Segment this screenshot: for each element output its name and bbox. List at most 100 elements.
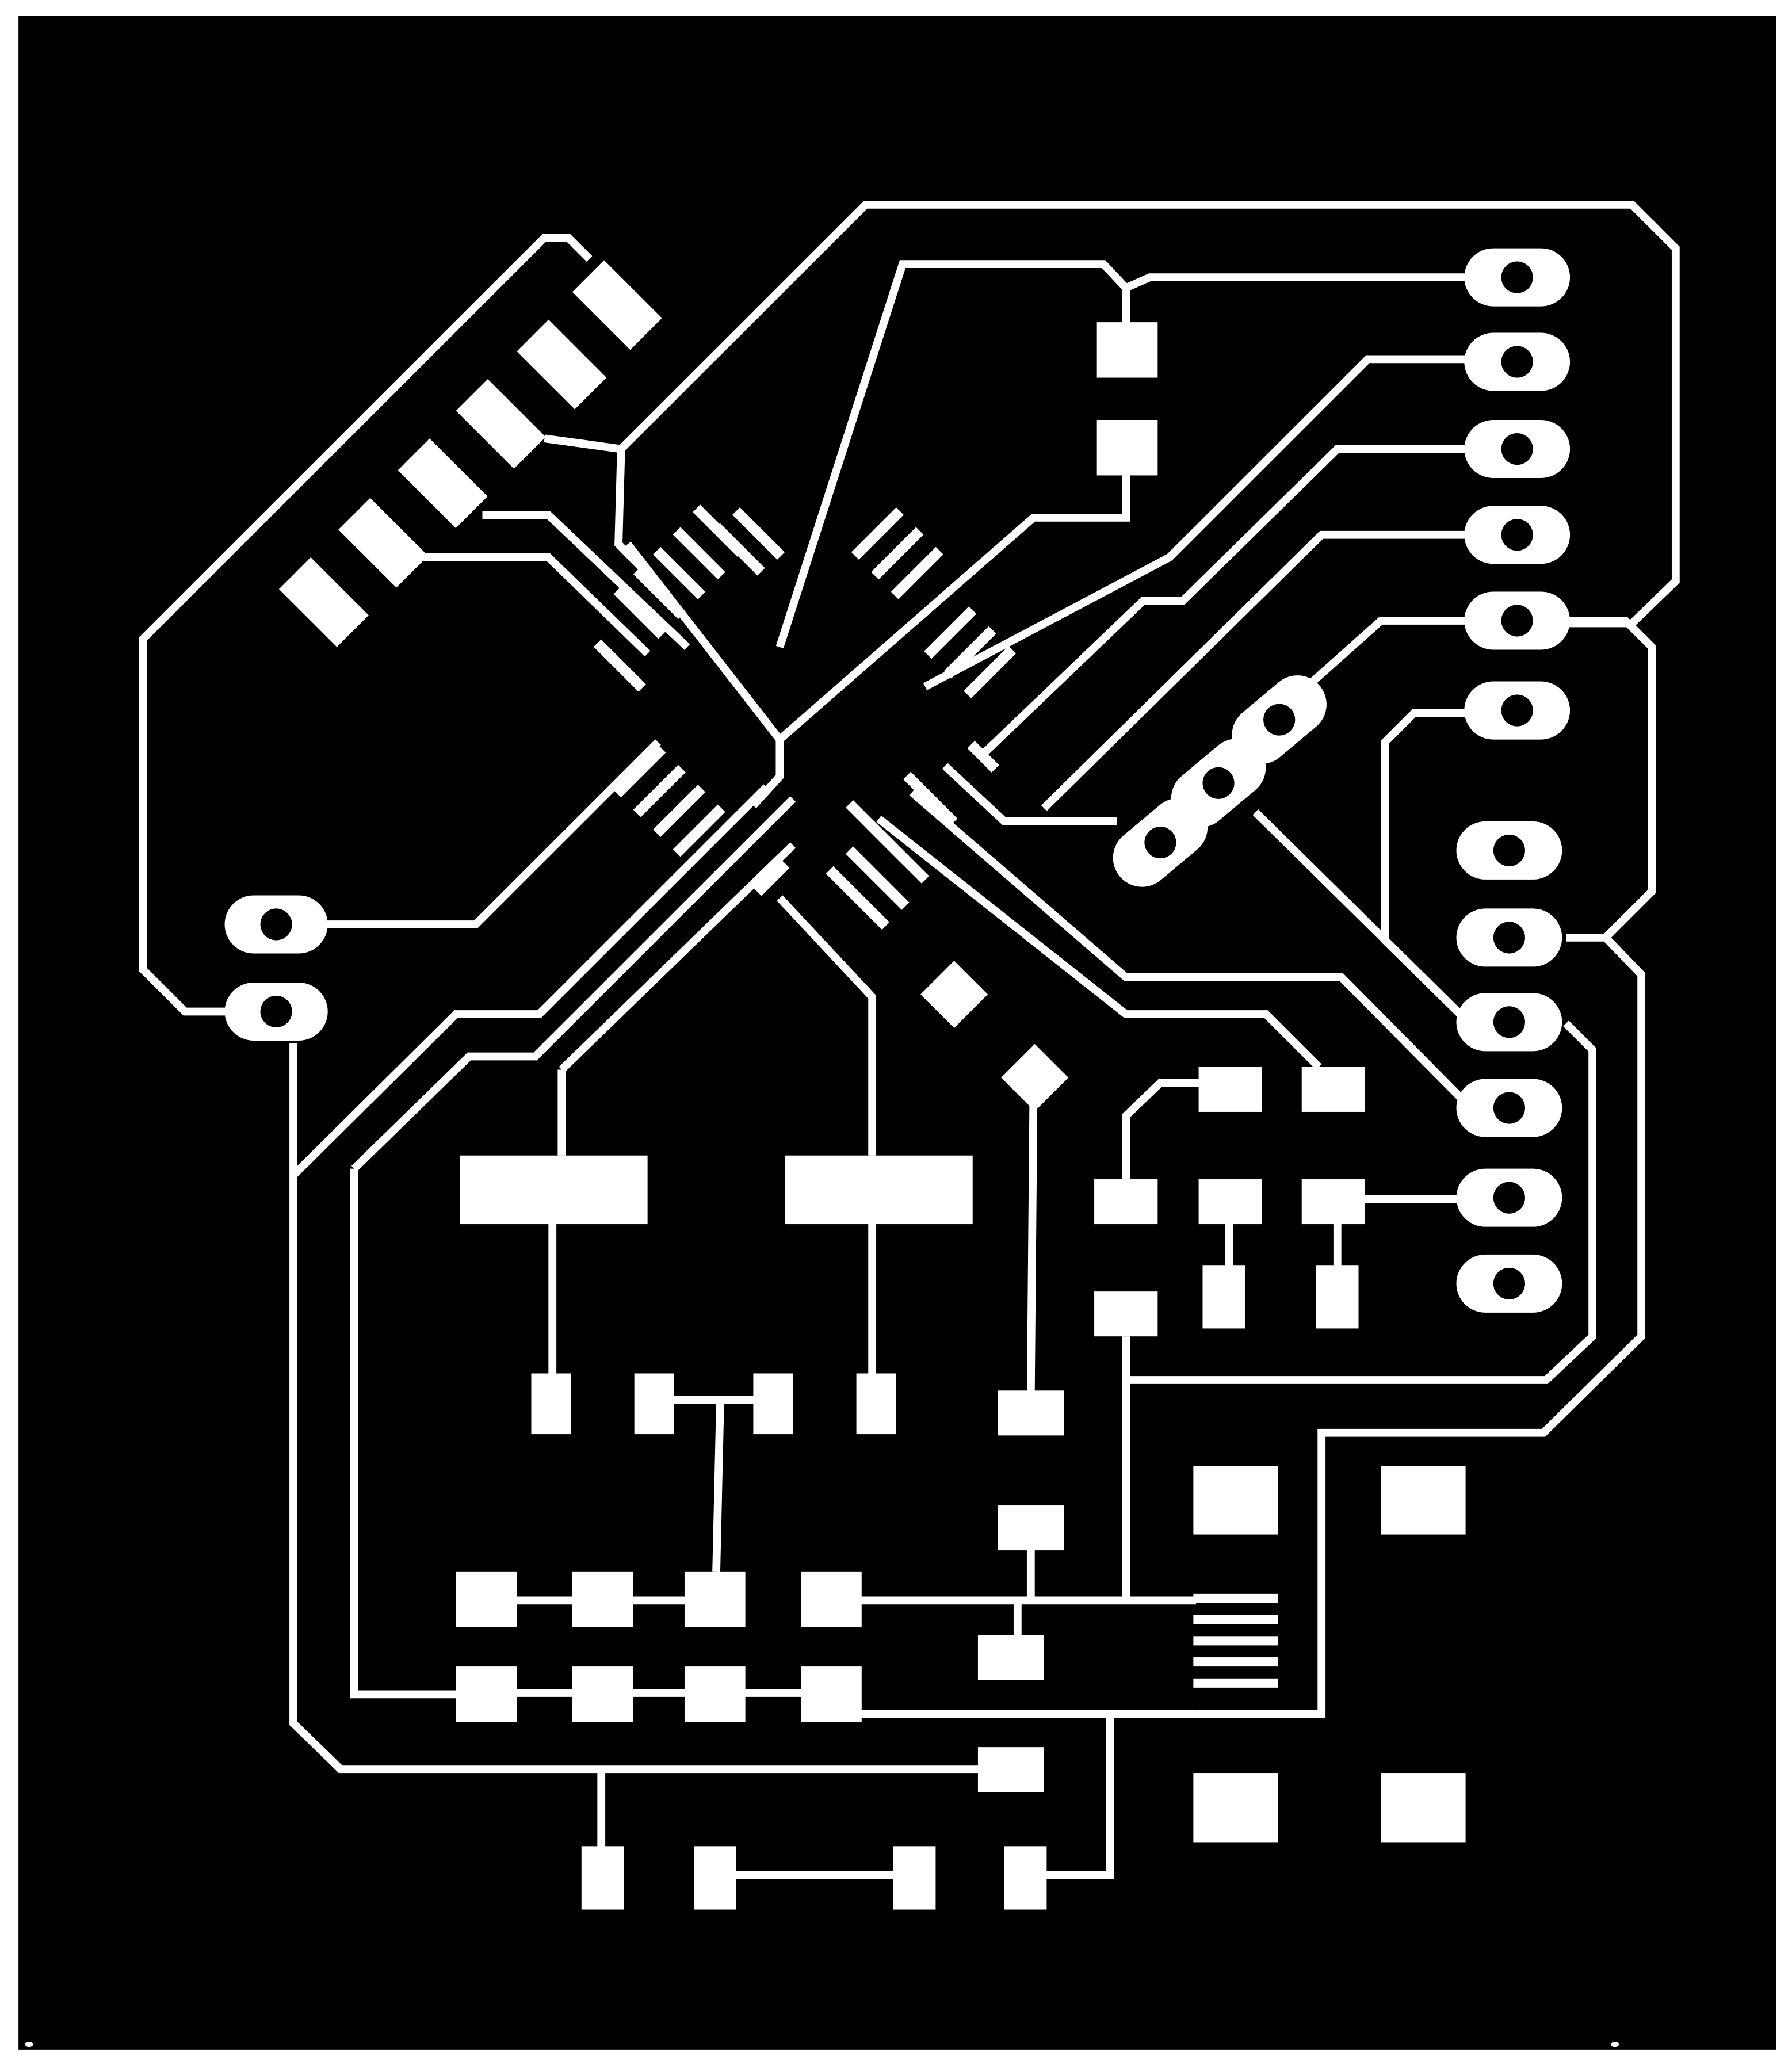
header-pin	[1464, 591, 1571, 650]
corner-marks	[25, 2042, 1619, 2047]
trace	[876, 815, 1322, 1070]
smd-pad	[1004, 1846, 1047, 1910]
trace	[351, 796, 796, 1172]
trace	[624, 541, 783, 742]
qfp-pin	[633, 567, 686, 620]
qfp-pin	[903, 771, 958, 826]
usb-pin	[1193, 1678, 1278, 1688]
qfp-pin	[633, 764, 686, 817]
smd-pad	[893, 1846, 936, 1910]
trace	[981, 445, 1474, 756]
trace	[350, 1168, 463, 1699]
smd-pad	[753, 1373, 793, 1435]
qfp-pin	[943, 626, 996, 679]
smd-pad	[456, 1571, 517, 1627]
trace	[1130, 1020, 1597, 1384]
usb-pin	[1193, 1636, 1278, 1646]
smd-pad	[1301, 1067, 1366, 1112]
header-pin	[1456, 821, 1562, 880]
smd-pad	[398, 438, 488, 529]
header-pin	[224, 895, 328, 954]
trace	[909, 789, 1473, 1110]
qfp-pin	[653, 546, 706, 599]
trace	[544, 434, 622, 453]
smd-pad	[581, 1846, 624, 1910]
trace	[289, 1043, 981, 1774]
header-pin	[1456, 908, 1562, 967]
qfp-pin	[613, 745, 666, 798]
trace	[1195, 935, 1646, 1718]
trace	[750, 475, 1130, 808]
trace	[317, 739, 661, 928]
qfp-pin	[851, 507, 904, 560]
smd-pad	[456, 1666, 517, 1722]
usb-connector	[1193, 1466, 1466, 1843]
smd-pad	[998, 1505, 1064, 1551]
header-pin	[1456, 993, 1562, 1052]
trace	[1566, 617, 1656, 942]
trace	[1252, 809, 1473, 1027]
qfp-pin	[846, 846, 910, 910]
trace	[775, 260, 1474, 648]
header-pin	[1113, 798, 1208, 887]
smd-pad	[1198, 1179, 1262, 1225]
header-pads	[224, 248, 1571, 1313]
smd-pad	[1094, 1179, 1158, 1225]
trace	[1044, 1714, 1114, 1879]
usb-mount-pad	[1193, 1466, 1278, 1535]
qfp-pin	[732, 507, 785, 560]
smd-pad	[998, 1390, 1064, 1436]
copper-traces	[139, 200, 1680, 1879]
smd-pad	[1096, 322, 1158, 378]
header-pin	[1456, 1168, 1562, 1227]
qfp-pin	[891, 546, 943, 599]
smd-pad	[517, 319, 607, 410]
qfp-pin	[653, 785, 706, 837]
header-pin	[1464, 248, 1571, 307]
qfp-pin	[826, 866, 890, 930]
trace	[712, 1400, 724, 1572]
header-pin	[1232, 675, 1327, 764]
qfp-pin	[964, 646, 1017, 698]
qfp-pin	[593, 639, 646, 692]
header-pin	[1464, 420, 1571, 479]
trace	[1041, 530, 1474, 811]
smd-pad	[801, 1571, 862, 1627]
trace	[291, 784, 770, 1179]
fiducial	[1611, 2042, 1619, 2047]
smd-pad	[572, 260, 662, 350]
trace	[923, 355, 1474, 690]
usb-mount-pad	[1193, 1773, 1278, 1843]
usb-pin	[1193, 1657, 1278, 1667]
smd-pad	[1096, 420, 1158, 476]
smd-pad	[456, 379, 546, 469]
crystal-pad-right	[785, 1155, 973, 1225]
smd-pad	[1301, 1179, 1366, 1225]
usb-pin	[1193, 1593, 1278, 1603]
smd-pad	[1202, 1265, 1245, 1329]
qfp-pin	[673, 527, 725, 580]
smd-pad	[531, 1373, 571, 1435]
trace	[942, 763, 1117, 825]
smd-pad	[977, 1635, 1044, 1680]
smd-pad	[634, 1373, 674, 1435]
smd-pad	[572, 1571, 633, 1627]
smd-pad	[338, 498, 429, 588]
usb-mount-pad	[1381, 1466, 1466, 1535]
trace	[559, 842, 796, 1073]
trace	[1026, 1096, 1038, 1393]
usb-mount-pad	[1381, 1773, 1466, 1843]
qfp-pin	[865, 820, 930, 884]
smd-pad	[684, 1666, 746, 1722]
smd-pad	[694, 1846, 736, 1910]
fiducial	[25, 2042, 33, 2047]
smd-pad	[1198, 1067, 1262, 1112]
qfp-pin	[754, 860, 790, 896]
header-pin	[1456, 1079, 1562, 1137]
smd-pad	[684, 1571, 746, 1627]
qfp-pin	[967, 740, 999, 773]
header-pin	[1464, 506, 1571, 564]
smd-pad	[801, 1666, 862, 1722]
